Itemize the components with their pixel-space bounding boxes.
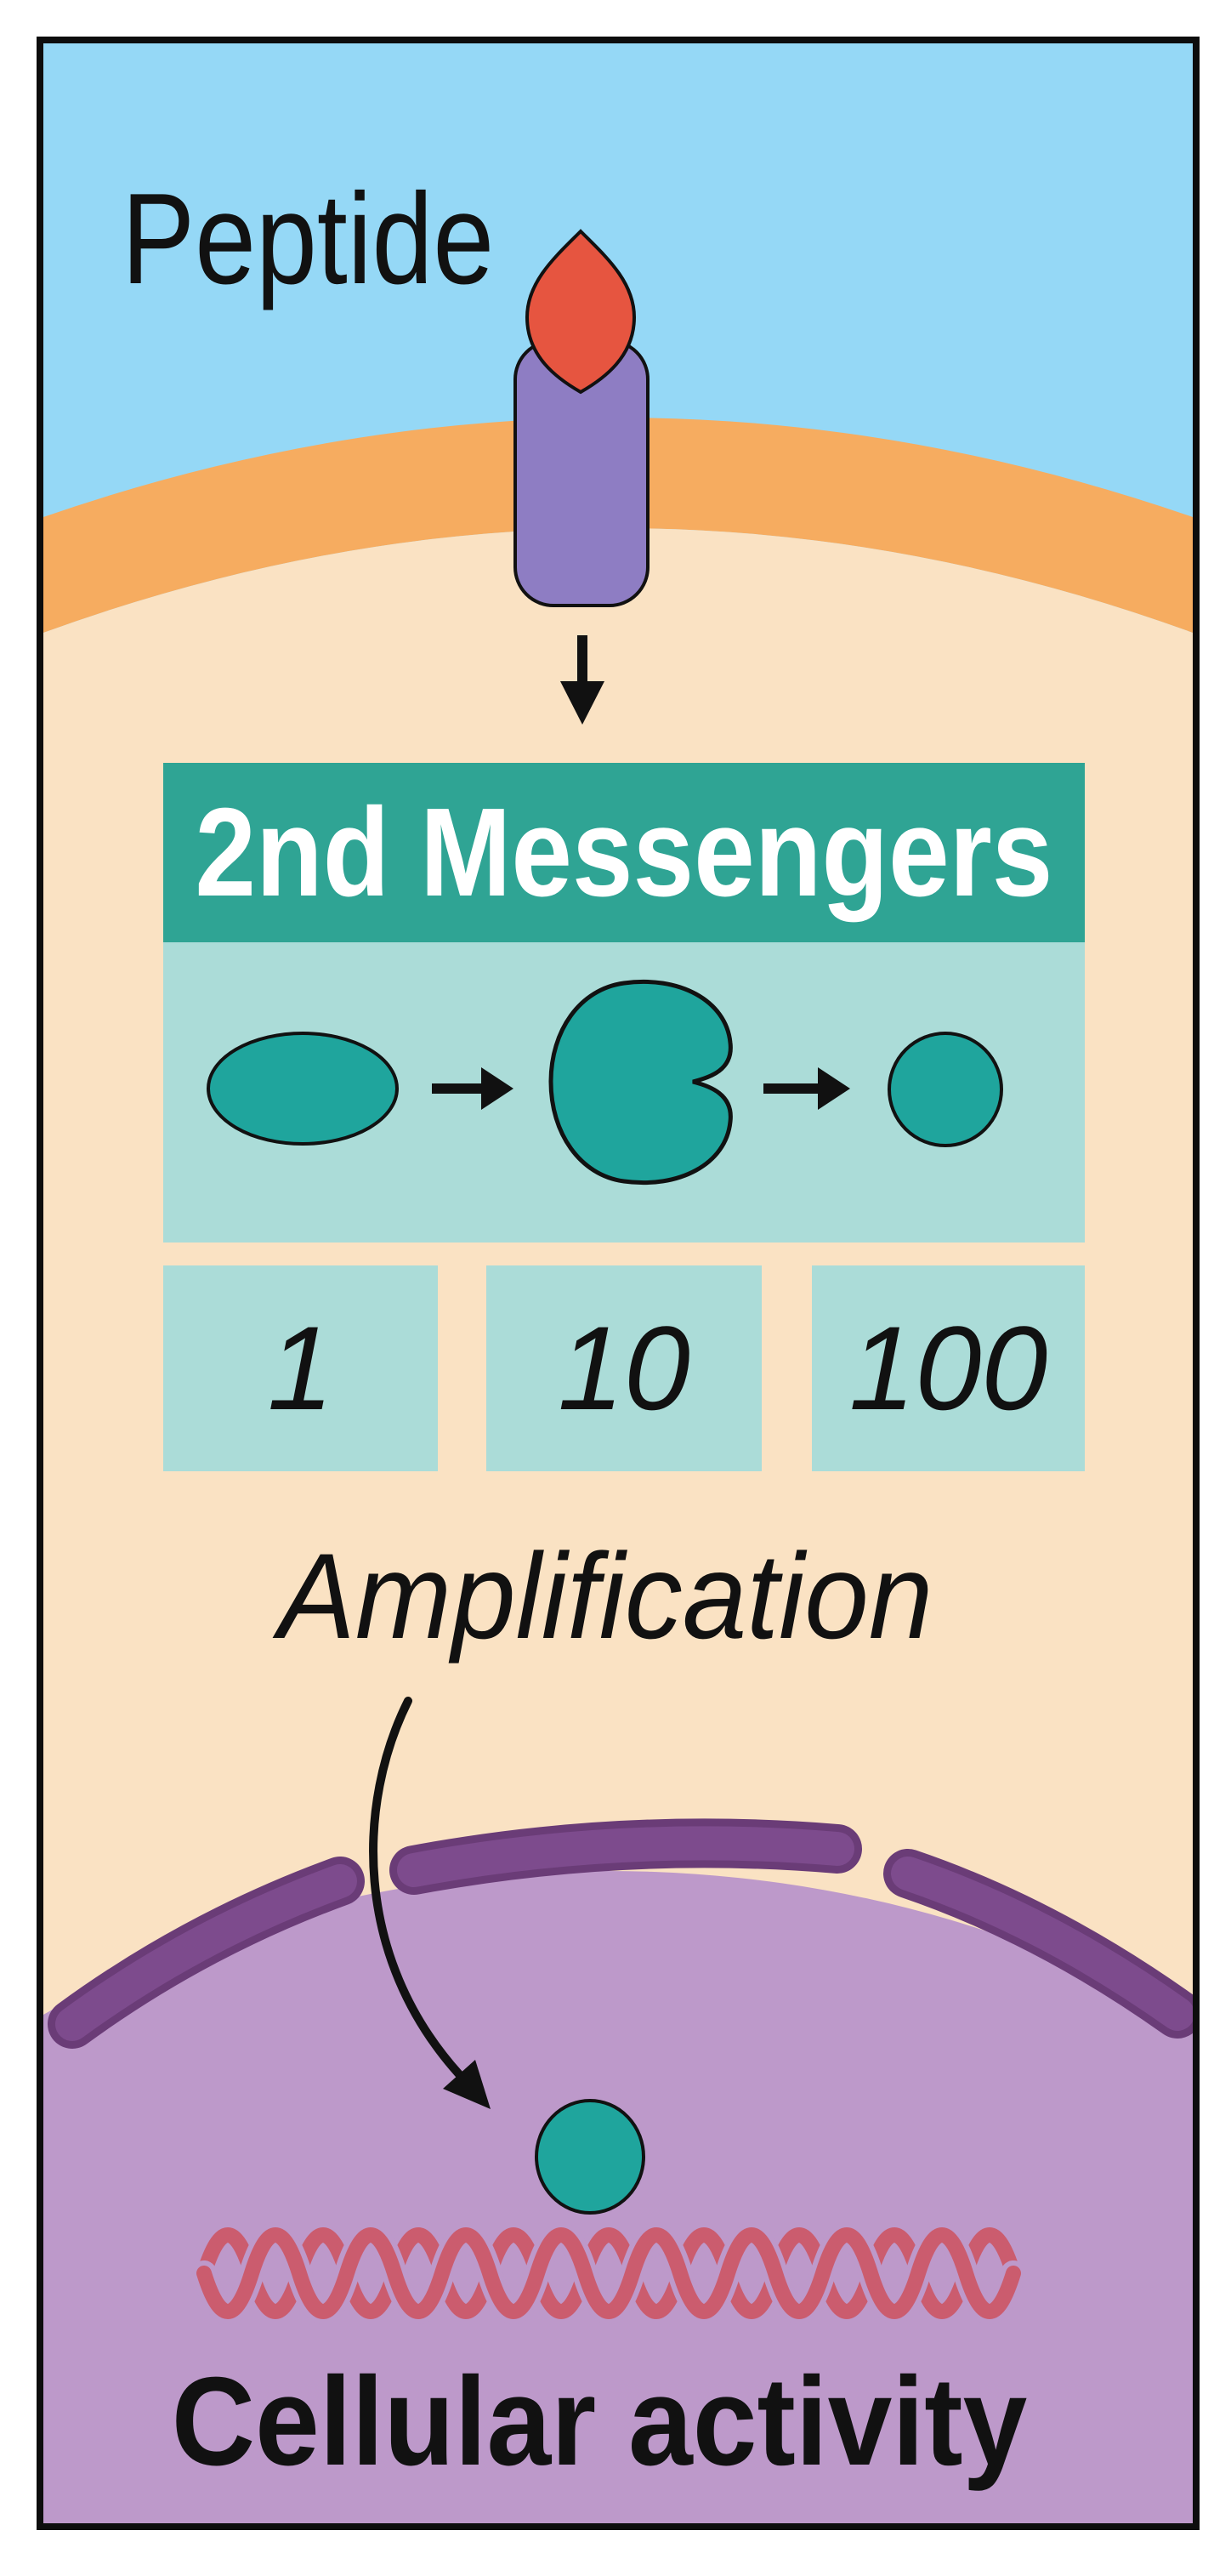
down-arrow-shaft <box>577 635 587 684</box>
arrow-right-head <box>818 1067 850 1110</box>
second-messengers-title: 2nd Messengers <box>163 763 1085 942</box>
second-messenger-oval-icon <box>207 1032 399 1146</box>
peptide-label: Peptide <box>122 167 495 311</box>
amplification-count-box-10: 10 <box>486 1265 762 1471</box>
curved-arrow-icon <box>369 1697 491 2109</box>
nuclear-envelope-segment-fill <box>55 1864 357 2041</box>
arrow-right-icon <box>432 1067 513 1110</box>
arrow-right-icon <box>763 1067 850 1110</box>
transcription-factor-icon <box>535 2099 645 2215</box>
arrow-right-shaft <box>432 1083 483 1094</box>
dna-helix-icon <box>191 2222 1026 2324</box>
arrow-right-head <box>481 1067 513 1110</box>
nuclear-envelope-segment-fill <box>397 1826 854 1887</box>
second-messenger-heart-icon <box>548 979 733 1186</box>
nuclear-envelope-segment-fill <box>891 1857 1193 2031</box>
cellular-activity-label-text: Cellular activity <box>171 2351 1028 2492</box>
peptide-hormone-icon <box>525 229 637 395</box>
second-messengers-title-text: 2nd Messengers <box>195 782 1053 923</box>
curved-arrow-head <box>443 2060 491 2109</box>
down-arrow-head <box>560 681 604 725</box>
amplification-label: Amplification <box>43 1536 1167 1658</box>
amplification-count-100: 100 <box>848 1301 1048 1435</box>
cellular-activity-label: Cellular activity <box>43 2359 1155 2485</box>
diagram-frame: Peptide 2nd Messengers 1 10 100 Amplific… <box>37 37 1200 2530</box>
curved-arrow-shaft <box>369 1697 463 2078</box>
nuclear-envelope <box>48 1818 1193 2049</box>
amplification-label-text: Amplification <box>277 1529 933 1664</box>
amplification-count-1: 1 <box>267 1301 334 1435</box>
second-messengers-banner <box>163 763 1085 942</box>
arrow-right-shaft <box>763 1083 818 1094</box>
dna-strand <box>196 2227 1021 2319</box>
down-arrow-icon <box>560 635 604 725</box>
amplification-count-box-1: 1 <box>163 1265 438 1471</box>
second-messenger-circle-icon <box>888 1032 1003 1147</box>
amplification-count-box-100: 100 <box>812 1265 1085 1471</box>
amplification-count-10: 10 <box>558 1301 690 1435</box>
